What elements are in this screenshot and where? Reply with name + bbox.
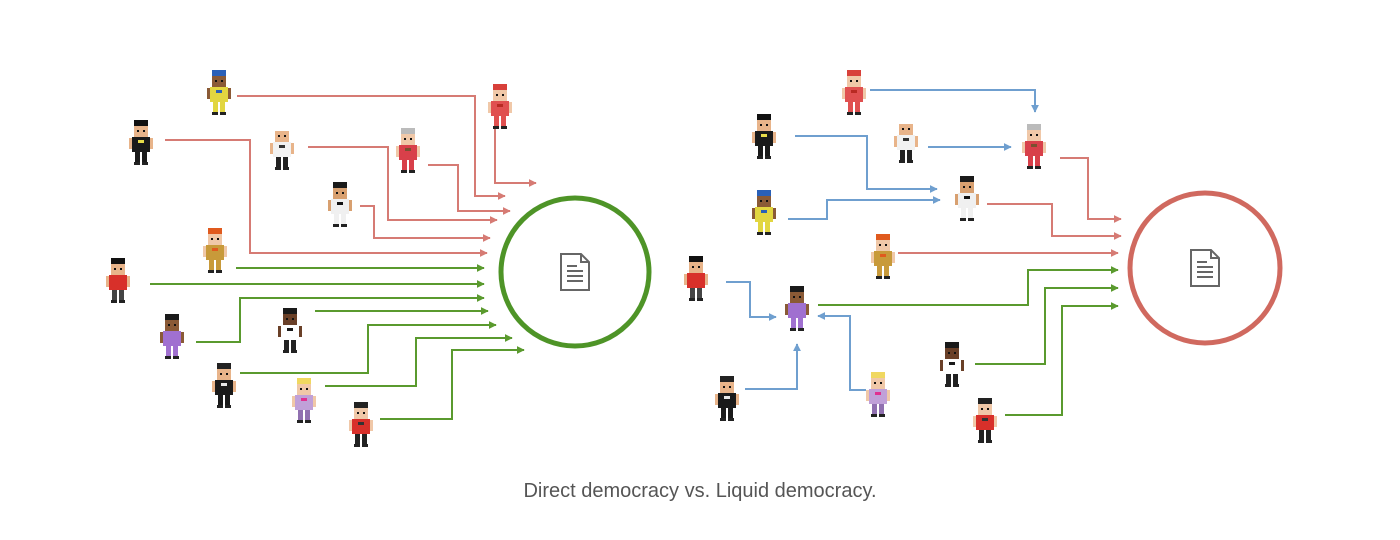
direct-arrow bbox=[308, 146, 498, 224]
direct-arrow bbox=[165, 139, 488, 257]
liquid-arrow bbox=[788, 196, 941, 220]
liquid-arrow bbox=[817, 312, 866, 391]
liquid-voter-hatman bbox=[940, 342, 964, 387]
liquid-voter-chef bbox=[894, 118, 918, 163]
liquid-voter-blonde bbox=[866, 372, 890, 417]
liquid-voter-mask bbox=[715, 376, 739, 421]
direct-voter-hatman bbox=[278, 308, 302, 353]
direct-arrow bbox=[494, 118, 537, 187]
direct-voter-businessman bbox=[129, 120, 153, 165]
direct-arrow bbox=[196, 294, 485, 343]
direct-arrow bbox=[380, 346, 525, 420]
document-icon bbox=[1190, 249, 1220, 287]
direct-voter-karate bbox=[328, 182, 352, 227]
liquid-arrow bbox=[870, 89, 1039, 113]
direct-arrow bbox=[360, 205, 491, 242]
direct-voter-blonde bbox=[292, 378, 316, 423]
liquid-voter-egypt bbox=[752, 190, 776, 235]
liquid-voter-redhead bbox=[871, 234, 895, 279]
direct-voter-egypt bbox=[207, 70, 231, 115]
figure-caption: Direct democracy vs. Liquid democracy. bbox=[523, 480, 877, 502]
direct-voter-mask bbox=[212, 363, 236, 408]
direct-voter-cowboy bbox=[349, 402, 373, 447]
voters-layer bbox=[106, 70, 1046, 447]
liquid-arrow bbox=[987, 203, 1122, 240]
liquid-voter-flagguy bbox=[684, 256, 708, 301]
direct-arrow bbox=[325, 334, 513, 387]
direct-ballot bbox=[498, 195, 652, 349]
liquid-ballot bbox=[1127, 190, 1283, 346]
direct-voter-flagguy bbox=[106, 258, 130, 303]
direct-arrow bbox=[237, 95, 506, 200]
direct-voter-purplegirl bbox=[160, 314, 184, 359]
liquid-arrow bbox=[1005, 302, 1119, 416]
liquid-voter-businessman bbox=[752, 114, 776, 159]
direct-voter-chef bbox=[270, 125, 294, 170]
liquid-voter-karate bbox=[955, 176, 979, 221]
liquid-arrow bbox=[975, 284, 1119, 365]
direct-voter-redhair-flag bbox=[488, 84, 512, 129]
liquid-arrow bbox=[1060, 157, 1122, 223]
liquid-arrow bbox=[818, 266, 1119, 306]
liquid-voter-grandma bbox=[1022, 124, 1046, 169]
liquid-arrow bbox=[745, 343, 801, 390]
direct-voter-grandma bbox=[396, 128, 420, 173]
document-icon bbox=[560, 253, 590, 291]
liquid-voter-purplegirl bbox=[785, 286, 809, 331]
liquid-voter-cowboy bbox=[973, 398, 997, 443]
liquid-voter-redhair-flag bbox=[842, 70, 866, 115]
liquid-arrow bbox=[726, 281, 777, 321]
ballot-circles-layer bbox=[498, 190, 1283, 349]
direct-arrow bbox=[428, 164, 511, 215]
arrows-layer bbox=[150, 89, 1122, 420]
direct-voter-redhead bbox=[203, 228, 227, 273]
liquid-arrow bbox=[795, 135, 938, 193]
direct-arrow bbox=[240, 321, 497, 374]
